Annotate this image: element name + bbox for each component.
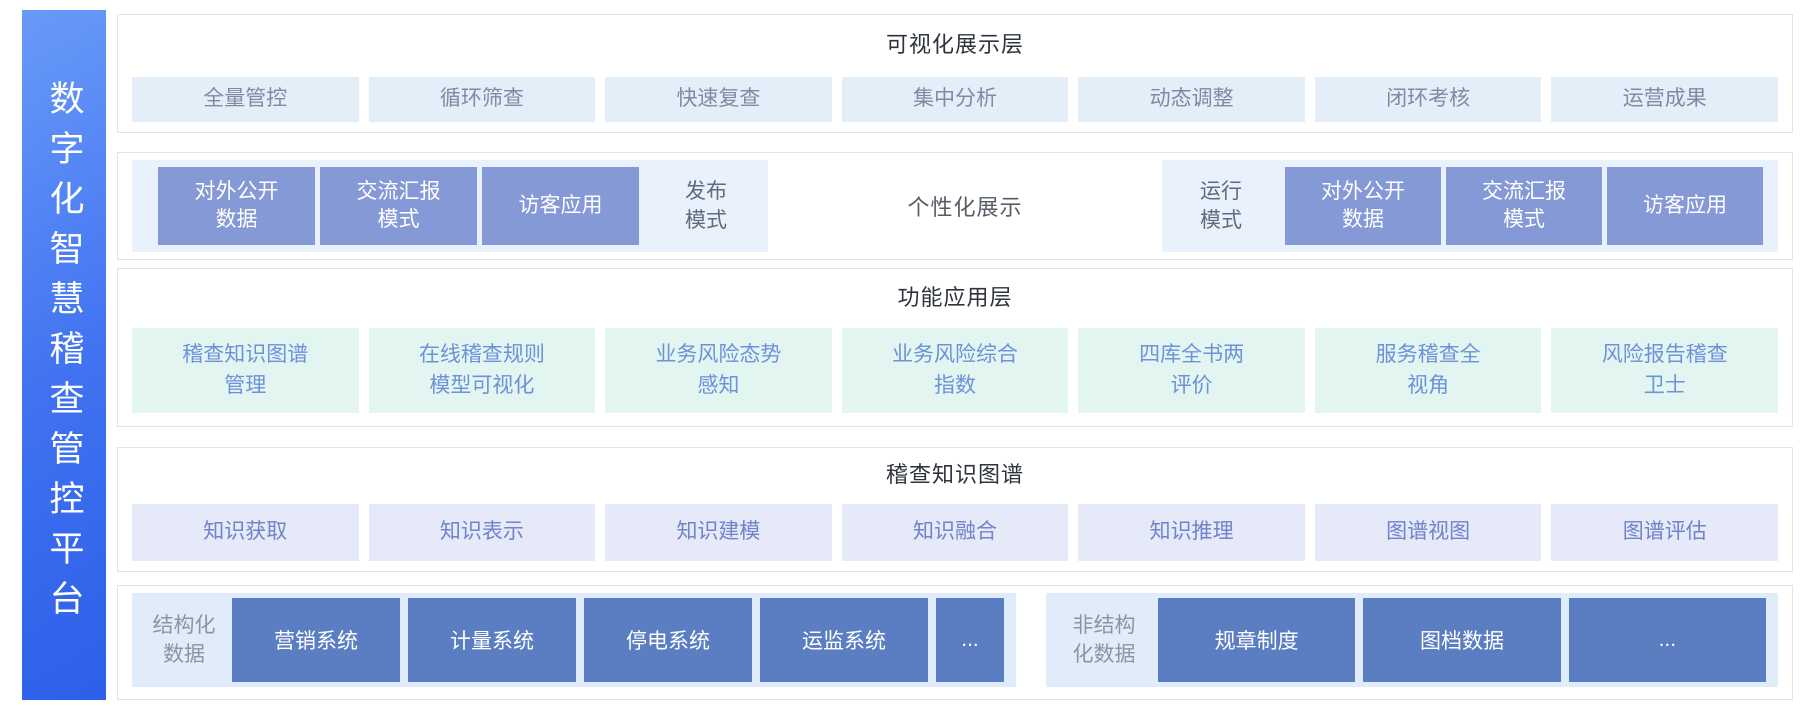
knowledge-item: 知识表示 [368, 504, 596, 561]
visual-item: 运营成果 [1551, 77, 1779, 122]
system-box: 运监系统 [760, 598, 928, 682]
data-layer-panel: 结构化 数据 营销系统 计量系统 停电系统 运监系统 ... 非结构 化数据 规… [117, 585, 1793, 700]
function-item: 四库全书两 评价 [1078, 328, 1305, 413]
run-mode-group: 运行 模式 对外公开 数据 交流汇报 模式 访客应用 [1162, 160, 1778, 252]
function-item: 服务稽查全 视角 [1314, 328, 1542, 413]
visual-item: 集中分析 [841, 77, 1069, 122]
visual-item: 闭环考核 [1314, 77, 1542, 122]
unstructured-data-group: 非结构 化数据 规章制度 图档数据 ... [1046, 593, 1778, 687]
more-systems-box: ... [1568, 598, 1766, 682]
run-mode-label: 运行 模式 [1200, 179, 1242, 232]
run-mode-item: 对外公开 数据 [1285, 167, 1441, 245]
visual-layer-items: 全量管控 循环筛查 快速复查 集中分析 动态调整 闭环考核 运营成果 [118, 77, 1792, 122]
visual-item: 循环筛查 [368, 77, 596, 122]
function-layer-title: 功能应用层 [897, 285, 1013, 310]
publish-mode-group: 对外公开 数据 交流汇报 模式 访客应用 发布 模式 [132, 160, 768, 252]
system-box: 营销系统 [232, 598, 400, 682]
knowledge-item: 图谱评估 [1551, 504, 1779, 561]
visual-layer-panel: 可视化展示层 全量管控 循环筛查 快速复查 集中分析 动态调整 闭环考核 运营成… [117, 14, 1793, 133]
function-item: 业务风险综合 指数 [841, 328, 1069, 413]
mode-layer-panel: 对外公开 数据 交流汇报 模式 访客应用 发布 模式 个性化展示 运行 模式 对… [117, 152, 1793, 260]
publish-mode-item: 交流汇报 模式 [320, 167, 477, 245]
more-systems-box: ... [936, 598, 1004, 682]
function-item: 稽查知识图谱 管理 [132, 328, 359, 413]
run-mode-item: 访客应用 [1607, 167, 1763, 245]
knowledge-item: 知识推理 [1078, 504, 1305, 561]
platform-title: 数字化智慧稽查管控平台 [44, 80, 84, 630]
knowledge-layer-items: 知识获取 知识表示 知识建模 知识融合 知识推理 图谱视图 图谱评估 [118, 504, 1792, 561]
structured-data-label: 结构化 数据 [152, 613, 216, 666]
platform-sidebar: 数字化智慧稽查管控平台 [22, 10, 106, 700]
function-layer-panel: 功能应用层 稽查知识图谱 管理 在线稽查规则 模型可视化 业务风险态势 感知 业… [117, 268, 1793, 427]
visual-item: 动态调整 [1078, 77, 1305, 122]
run-mode-item: 交流汇报 模式 [1446, 167, 1602, 245]
unstructured-data-label: 非结构 化数据 [1072, 613, 1136, 666]
system-box: 规章制度 [1158, 598, 1356, 682]
visual-item: 全量管控 [132, 77, 359, 122]
personalized-display-label: 个性化展示 [907, 195, 1023, 220]
knowledge-item: 知识获取 [132, 504, 359, 561]
publish-mode-item: 访客应用 [482, 167, 639, 245]
function-item: 业务风险态势 感知 [605, 328, 832, 413]
structured-data-group: 结构化 数据 营销系统 计量系统 停电系统 运监系统 ... [132, 593, 1016, 687]
publish-mode-item: 对外公开 数据 [158, 167, 315, 245]
system-box: 图档数据 [1363, 598, 1561, 682]
visual-layer-title: 可视化展示层 [885, 32, 1024, 57]
knowledge-layer-panel: 稽查知识图谱 知识获取 知识表示 知识建模 知识融合 知识推理 图谱视图 图谱评… [117, 447, 1793, 572]
visual-item: 快速复查 [605, 77, 832, 122]
knowledge-layer-title: 稽查知识图谱 [885, 462, 1024, 487]
system-box: 计量系统 [408, 598, 576, 682]
function-item: 风险报告稽查 卫士 [1551, 328, 1779, 413]
knowledge-item: 图谱视图 [1314, 504, 1542, 561]
knowledge-item: 知识融合 [841, 504, 1069, 561]
knowledge-item: 知识建模 [605, 504, 832, 561]
publish-mode-label: 发布 模式 [685, 179, 727, 232]
architecture-diagram: 可视化展示层 全量管控 循环筛查 快速复查 集中分析 动态调整 闭环考核 运营成… [117, 14, 1793, 700]
system-box: 停电系统 [584, 598, 752, 682]
function-item: 在线稽查规则 模型可视化 [368, 328, 596, 413]
function-layer-items: 稽查知识图谱 管理 在线稽查规则 模型可视化 业务风险态势 感知 业务风险综合 … [118, 328, 1792, 413]
